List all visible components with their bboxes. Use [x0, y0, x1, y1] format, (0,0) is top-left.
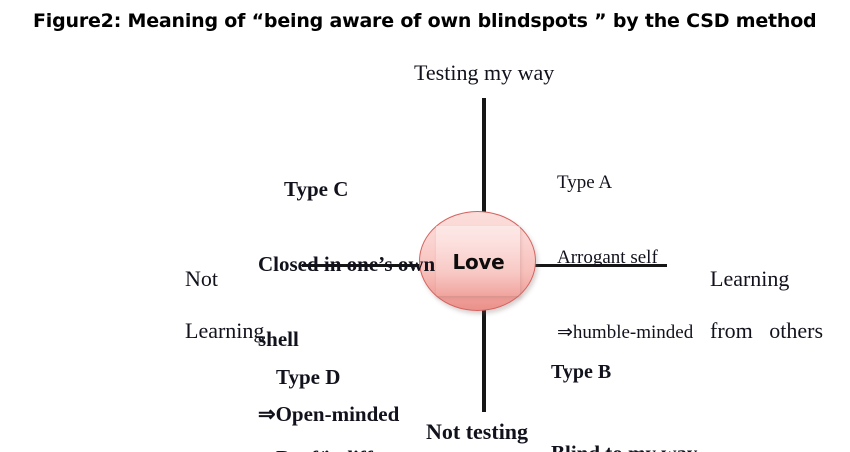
axis-label-right: Learning from others — [688, 240, 823, 370]
axis-label-bottom: Not testing — [426, 419, 529, 444]
quadrant-top-left-line2: shell — [258, 327, 299, 351]
quadrant-top-right-line1: Arrogant self — [557, 247, 658, 268]
axis-label-right-line1: Learning — [710, 266, 790, 291]
quadrant-top-left: Type C Closed in one’s own shell ⇒Open-m… — [258, 127, 435, 452]
quadrant-top-right: Type A Arrogant self ⇒humble-minded — [557, 120, 693, 395]
quadrant-bottom-right-type: Type B — [551, 361, 612, 383]
quadrant-top-left-type: Type C — [284, 177, 349, 201]
axis-label-left-line2: Learning — [185, 318, 265, 343]
quadrant-top-right-line2: ⇒humble-minded — [557, 322, 694, 343]
quadrant-top-left-line1: Closed in one’s own — [258, 252, 436, 276]
page-title: Figure2: Meaning of “being aware of own … — [33, 10, 817, 32]
center-circle-highlight — [436, 226, 520, 296]
quadrant-top-left-line3: ⇒Open-minded — [258, 402, 400, 426]
quadrant-bottom-right: Type B Blind to my way ⇒Arise, Beware — [551, 305, 697, 452]
quadrant-bottom-left-type: Type D — [276, 365, 341, 389]
center-circle: Love — [419, 211, 536, 311]
center-circle-label: Love — [452, 250, 505, 274]
quadrant-bottom-left-line1: Deaf/indifferent — [276, 445, 440, 452]
quadrant-top-right-type: Type A — [557, 172, 613, 193]
axis-label-top: Testing my way — [414, 60, 555, 85]
axis-label-right-line2: from others — [710, 318, 824, 343]
axis-label-left: Not Learning — [163, 240, 264, 370]
axis-label-left-line1: Not — [185, 266, 218, 291]
quadrant-bottom-left: Type D Deaf/indifferent ⇒ An ear to list… — [276, 310, 440, 452]
quadrant-bottom-right-line1: Blind to my way — [551, 440, 697, 452]
